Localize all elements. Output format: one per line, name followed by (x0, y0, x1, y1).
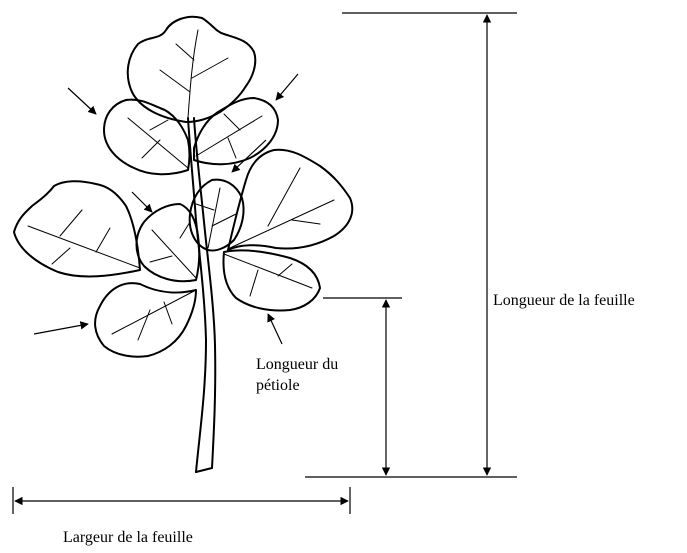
leaflet-upper-right (193, 97, 279, 166)
pointer-arrow-middle-right (231, 139, 267, 173)
leaflet-upper-left (103, 98, 191, 176)
leaflet-bottom-right (222, 249, 321, 312)
pointer-arrow-bottom-left (33, 321, 89, 335)
leaf-petiole (187, 117, 207, 473)
leaflet-right-large (227, 148, 354, 251)
pointer-arrow-upper-left (67, 87, 97, 115)
petiole-length-label: Longueur du pétiole (256, 354, 338, 396)
compound-leaf-illustration (13, 15, 354, 473)
leaf-petiole-edge (193, 117, 217, 469)
leaflet-left-large (13, 180, 141, 278)
leaflet-bottom-left (94, 282, 197, 358)
pointer-arrow-bottom-right (267, 313, 283, 345)
petiole-length-measure (323, 297, 402, 476)
leaf-width-label: Largeur de la feuille (63, 529, 193, 546)
petiole-length-label-line1: Longueur du (256, 356, 339, 373)
pointer-arrow-upper-right (275, 73, 299, 101)
pointer-arrow-middle-left (131, 191, 153, 213)
leaf-width-measure (12, 487, 351, 514)
leaflet-lower-left-small (135, 203, 201, 283)
petiole-length-label-line2: pétiole (256, 377, 300, 394)
leaf-length-label: Longueur de la feuille (493, 292, 635, 309)
leaflet-center (188, 178, 245, 252)
leaf-length-measure (305, 12, 517, 478)
pointer-arrows (33, 73, 299, 345)
leaflet-top (126, 15, 257, 123)
